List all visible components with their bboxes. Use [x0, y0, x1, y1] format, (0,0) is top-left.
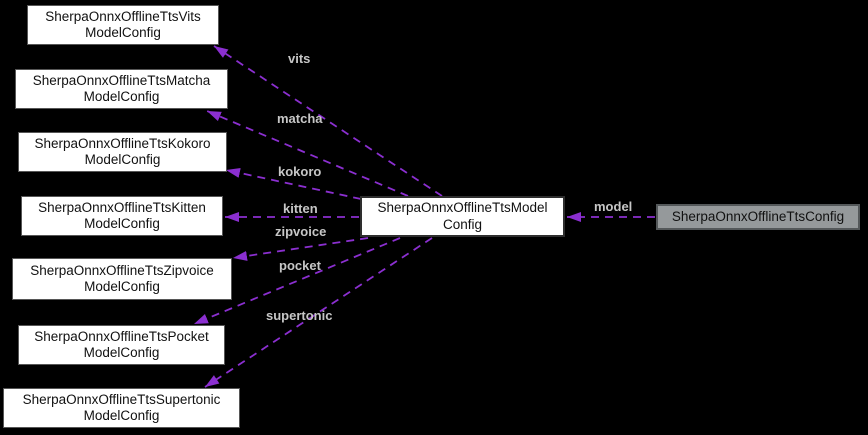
class-node-current-config: SherpaOnnxOfflineTtsConfig [656, 204, 860, 230]
class-node-label: SherpaOnnxOfflineTtsZipvoice [30, 262, 214, 278]
class-node-zipvoice[interactable]: SherpaOnnxOfflineTtsZipvoice ModelConfig [12, 258, 232, 300]
class-node-vits[interactable]: SherpaOnnxOfflineTtsVits ModelConfig [27, 5, 219, 45]
class-node-label: ModelConfig [83, 345, 160, 360]
edge-supertonic [204, 237, 433, 388]
class-node-label: SherpaOnnxOfflineTtsMatcha [32, 72, 211, 88]
class-node-label: SherpaOnnxOfflineTtsKitten [38, 199, 206, 215]
edge-label-matcha: matcha [277, 111, 323, 126]
class-node-label: SherpaOnnxOfflineTtsSupertonic [22, 391, 221, 407]
class-node-model-config[interactable]: SherpaOnnxOfflineTtsModel Config [360, 196, 565, 237]
class-node-label: Config [442, 216, 483, 232]
class-node-label: SherpaOnnxOfflineTtsConfig [671, 208, 845, 224]
edge-kokoro [225, 168, 362, 200]
class-node-label: ModelConfig [84, 279, 160, 294]
edge-label-zipvoice: zipvoice [275, 224, 327, 239]
class-node-label: SherpaOnnxOfflineTtsVits [45, 8, 201, 24]
edge-label-kokoro: kokoro [278, 164, 322, 179]
class-node-label: SherpaOnnxOfflineTtsKokoro [34, 135, 211, 151]
class-node-label: ModelConfig [83, 408, 160, 423]
edge-label-kitten: kitten [283, 201, 318, 216]
class-node-label: SherpaOnnxOfflineTtsPocket [34, 328, 209, 344]
class-node-kokoro[interactable]: SherpaOnnxOfflineTtsKokoro ModelConfig [18, 132, 227, 172]
edge-vits [213, 45, 443, 197]
class-node-label: ModelConfig [83, 89, 160, 104]
edge-pocket [193, 237, 401, 325]
class-node-label: ModelConfig [85, 25, 161, 40]
edge-label-pocket: pocket [279, 258, 321, 273]
class-node-kitten[interactable]: SherpaOnnxOfflineTtsKitten ModelConfig [21, 196, 223, 236]
class-node-label: ModelConfig [84, 152, 161, 167]
edge-label-supertonic: supertonic [266, 308, 333, 323]
edge-zipvoice [232, 237, 369, 261]
class-node-supertonic[interactable]: SherpaOnnxOfflineTtsSupertonic ModelConf… [3, 388, 240, 428]
edge-label-vits: vits [288, 51, 311, 66]
class-node-pocket[interactable]: SherpaOnnxOfflineTtsPocket ModelConfig [18, 325, 225, 365]
edge-label-model: model [594, 199, 633, 214]
class-node-label: ModelConfig [84, 216, 160, 231]
class-node-label: SherpaOnnxOfflineTtsModel [377, 200, 548, 215]
class-node-matcha[interactable]: SherpaOnnxOfflineTtsMatcha ModelConfig [15, 69, 228, 109]
